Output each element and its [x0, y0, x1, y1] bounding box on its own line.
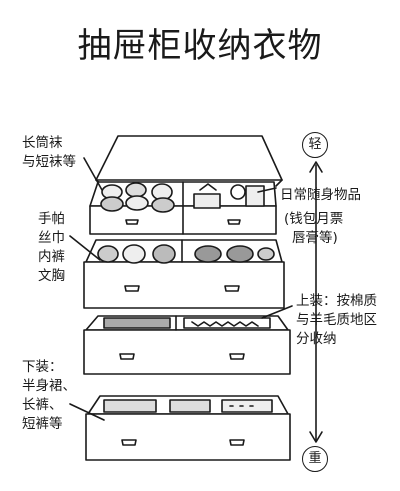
label-socks-line-2: 与短袜等	[22, 154, 76, 170]
label-tops: 上装：按棉质 与羊毛质地区 分收纳	[296, 292, 377, 349]
label-daily: 日常随身物品	[280, 187, 361, 203]
weight-arrow	[309, 161, 323, 443]
page-title: 抽屉柜收纳衣物	[77, 26, 323, 66]
label-tops-line-2: 与羊毛质地区	[296, 312, 377, 328]
label-handkerchief-line-3: 内裤	[38, 249, 65, 265]
drawer-4	[85, 395, 291, 461]
label-socks-line-1: 长筒袜	[22, 135, 63, 151]
drawer-3	[83, 315, 291, 375]
label-pointers	[69, 157, 293, 421]
label-daily-detail-text-2: 唇膏等	[292, 230, 333, 246]
drawer-1-top	[89, 181, 277, 235]
label-socks: 长筒袜 与短袜等	[22, 134, 76, 172]
heavy-indicator-icon: 重	[302, 446, 328, 472]
label-daily-detail-line-2: 唇膏等)	[292, 230, 338, 246]
label-bottoms-line-3: 长裤、	[22, 397, 63, 413]
label-bottoms-line-4: 短裤等	[22, 416, 63, 432]
drawer-2	[83, 239, 285, 309]
label-handkerchief-line-1: 手帕	[38, 211, 65, 227]
light-indicator-icon: 轻	[302, 132, 328, 158]
label-daily-detail-line-1: (钱包月票	[284, 211, 344, 227]
label-bottoms-line-2: 半身裙、	[22, 378, 76, 394]
label-daily-detail: (钱包月票 唇膏等)	[284, 210, 343, 248]
label-daily-detail-text-1: 钱包月票	[289, 211, 344, 227]
label-handkerchief-line-4: 文胸	[38, 268, 65, 284]
label-bottoms: 下装： 半身裙、 长裤、 短裤等	[22, 358, 76, 434]
label-handkerchief: 手帕 丝巾 内裤 文胸	[38, 210, 65, 286]
label-tops-line-3: 分收纳	[296, 331, 337, 347]
label-handkerchief-line-2: 丝巾	[38, 230, 65, 246]
label-tops-line-1: 上装：按棉质	[296, 293, 377, 309]
label-bottoms-line-1: 下装：	[22, 359, 63, 375]
cabinet-lid	[95, 135, 283, 187]
